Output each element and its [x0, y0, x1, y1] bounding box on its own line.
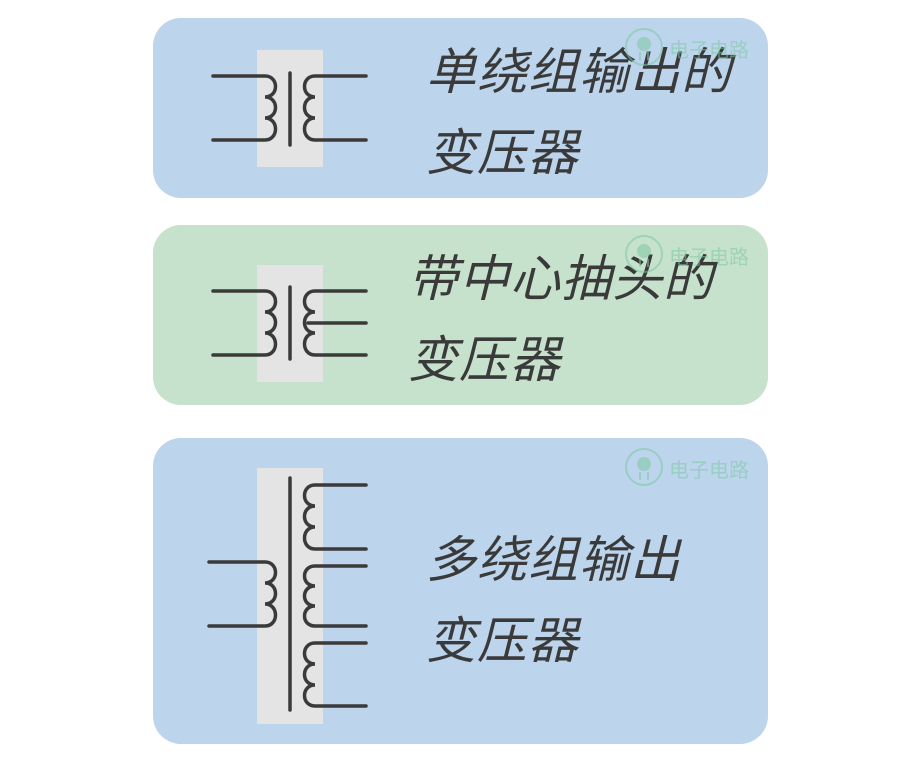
label-line-1: 带中心抽头的 [408, 250, 714, 308]
center-tap-transformer-card: 带中心抽头的 变压器 电子电路 [153, 225, 768, 405]
diagram-label: 带中心抽头的 变压器 [408, 239, 714, 401]
label-line-1: 多绕组输出 [426, 531, 681, 589]
led-bulb-icon [625, 235, 663, 273]
led-bulb-icon [625, 28, 663, 66]
multi-winding-transformer-card: 多绕组输出 变压器 电子电路 [153, 438, 768, 744]
watermark-text: 电子电路 [669, 38, 749, 62]
single-winding-transformer-card: 单绕组输出的 变压器 电子电路 [153, 18, 768, 198]
diagram-label: 单绕组输出的 变压器 [426, 32, 732, 194]
single-winding-transformer-symbol [211, 50, 368, 167]
label-line-1: 单绕组输出的 [426, 43, 732, 101]
label-line-2: 变压器 [426, 124, 579, 182]
label-line-2: 变压器 [426, 612, 579, 670]
label-line-2: 变压器 [408, 331, 561, 389]
watermark-text: 电子电路 [669, 245, 749, 269]
center-tap-transformer-symbol [211, 265, 368, 382]
multi-winding-transformer-symbol [207, 468, 368, 724]
watermark-text: 电子电路 [669, 458, 749, 482]
diagram-label: 多绕组输出 变压器 [426, 520, 681, 682]
led-bulb-icon [625, 448, 663, 486]
